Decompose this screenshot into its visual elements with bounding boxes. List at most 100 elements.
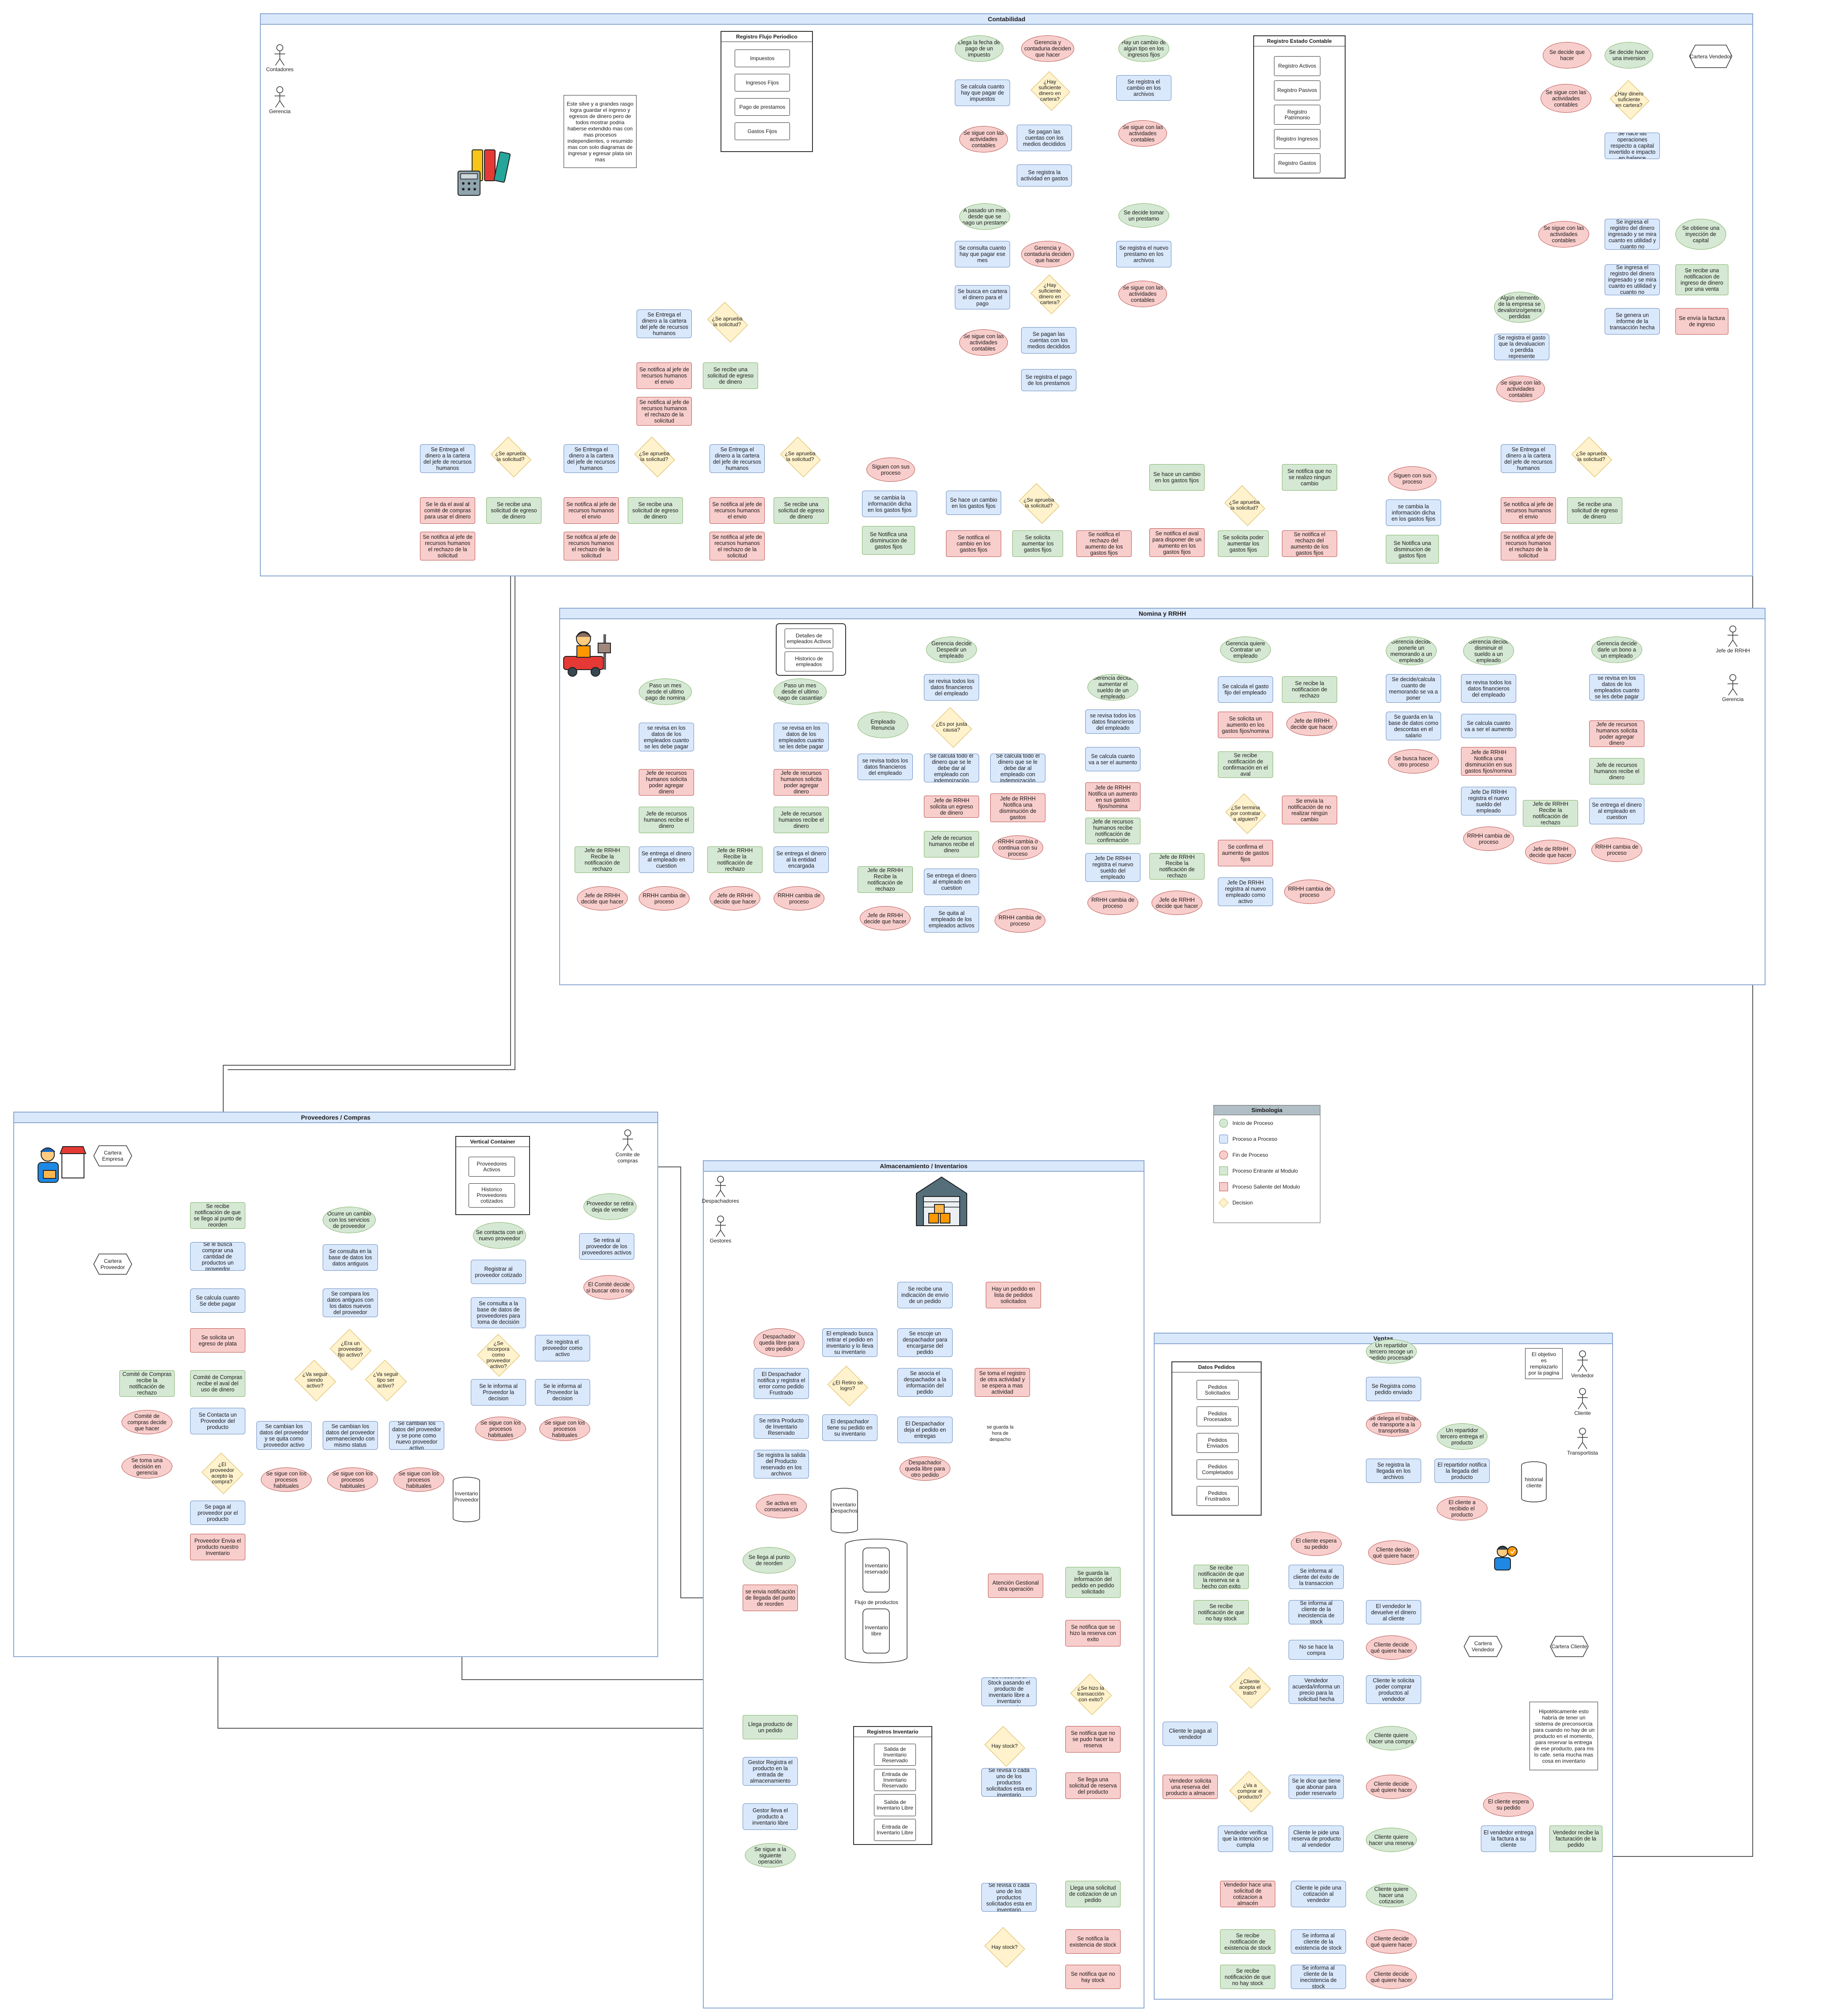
end-event-node: RRHH cambia de proceso: [995, 908, 1045, 933]
start-event-node: Cliente quiere hacer una cotizacion: [1366, 1883, 1417, 1907]
decision-label: ¿Cliente acepta el trato?: [1239, 1678, 1261, 1696]
start-event-node: Empleado Renuncia: [858, 712, 908, 738]
decision-node: ¿Se aprueba la solicitud?: [1017, 483, 1061, 524]
binders-icon: [455, 148, 513, 197]
decision-label: ¿Se aprueba la solicitud?: [1023, 496, 1054, 509]
decision-label: ¿Se termina por contratar a alguien?: [1230, 804, 1261, 822]
actor-gestores: Gestores: [701, 1216, 740, 1244]
incoming-process-node: Se notifica que no se realizo ningun cam…: [1282, 464, 1337, 491]
incoming-process-node: Se recibe notificación de que no hay sto…: [1194, 1600, 1249, 1624]
process-node: Se calcula todo el dinero que se le debe…: [924, 754, 979, 782]
outgoing-process-node: Jefe de recursos humanos solicita poder …: [1589, 720, 1644, 747]
start-event-node: Se decide tomar un prestamo: [1118, 203, 1169, 228]
process-node: Se cambian los datos del proveedor perma…: [323, 1421, 378, 1450]
process-node: se revisa todos los datos financieros de…: [1085, 709, 1140, 734]
end-event-node: El cliente a recibido el producto: [1437, 1496, 1487, 1521]
start-event-node: Se contacta con un nuevo proveedor: [473, 1222, 526, 1249]
start-event-node: Gerencia decide ponerle un memorando a u…: [1386, 636, 1437, 665]
process-node: Jefe De RRHH registra el nuevo sueldo de…: [1085, 853, 1140, 882]
end-event-node: Cliente decide qué quiere hacer: [1366, 1929, 1417, 1954]
end-event-node: Se sigue con los procesos habituales: [475, 1417, 526, 1441]
outgoing-process-node: Jefe de RRHH Notifica un aumento en sus …: [1085, 782, 1140, 811]
db-item-gastos: Registro Gastos: [1274, 153, 1320, 173]
process-node: Se Entrega el dinero a la cartera del je…: [637, 309, 692, 338]
start-event-node: Se obtiene una inyección de capital: [1675, 219, 1726, 250]
process-node: se revisa todos los datos financieros de…: [924, 674, 979, 701]
decision-node: Hay stock?: [984, 1726, 1026, 1767]
decision-node: ¿Hay suficiente dinero en cartera?: [1030, 274, 1070, 314]
seller-icon: [1492, 1543, 1518, 1571]
decision-node: ¿Va seguir tipo ser activo?: [365, 1360, 407, 1402]
outgoing-process-node: Se notifica el rechazo del aumento de lo…: [1076, 530, 1132, 557]
end-event-node: El Comité decide si buscar otro o no: [584, 1275, 634, 1300]
decision-label: ¿Se aprueba la solicitud?: [1576, 450, 1607, 462]
outgoing-process-node: Se solicita un egreso de plata: [190, 1328, 245, 1353]
incoming-process-node: Se solicita poder aumentar los gastos fi…: [1218, 530, 1269, 557]
decision-node: ¿Se incorpora como proveedor activo?: [477, 1334, 520, 1377]
end-event-node: Despachador queda libre para otro pedido: [900, 1456, 950, 1481]
db-item-pedidos-procesados: Pedidos Procesados: [1197, 1406, 1239, 1426]
end-event-node: RRHH cambia de proceso: [1087, 891, 1138, 915]
process-node: Se entrega el dinero al empleado en cues…: [639, 846, 694, 873]
end-event-node: Se toma una decisión en gerencia: [122, 1454, 172, 1479]
outgoing-process-node: Se notifica al jefe de recursos humanos …: [637, 362, 692, 389]
shop-worker-icon: [31, 1140, 87, 1191]
decision-node: Hay stock?: [984, 1927, 1026, 1968]
cyl-historial-cliente: historial cliente: [1518, 1461, 1549, 1503]
start-event-node: Se llega al punto de reorden: [743, 1547, 796, 1574]
process-node: Se calcula cuanto va a ser el aumento: [1461, 714, 1516, 738]
process-node: Se calcula todo el dinero que se le debe…: [990, 754, 1045, 782]
db-item-pedidos-enviados: Pedidos Enviados: [1197, 1433, 1239, 1453]
process-node: Se Entrega el dinero a la cartera del je…: [1501, 444, 1556, 473]
decision-node: ¿Se aprueba la solicitud?: [1222, 485, 1266, 526]
incoming-process-node: Se hace un cambio en los gastos fijos: [1149, 464, 1205, 491]
decision-node: ¿Se aprueba la solicitud?: [488, 436, 533, 477]
end-event-node: Jefe de RRHH decide que hacer: [1286, 712, 1337, 736]
end-event-node: Gerencia y contaduria deciden que hacer: [1021, 35, 1074, 62]
decision-node: ¿Hay dinero suficiente en cartera?: [1609, 80, 1649, 120]
end-event-node: Se activa en consecuencia: [756, 1494, 807, 1518]
end-event-node: Se sigue con los procesos habituales: [327, 1467, 378, 1492]
outgoing-process-node: Se envía la notificación de no realizar …: [1282, 796, 1337, 824]
module-connector: [228, 535, 515, 1070]
decision-label: ¿Se aprueba la solicitud?: [1229, 499, 1260, 511]
end-event-node: El cliente espera su pedido: [1483, 1792, 1534, 1817]
db-item-pasivos: Registro Pasivos: [1274, 80, 1320, 100]
start-event-node: Paso un mes desde el ultimo pago de casa…: [774, 678, 827, 705]
process-node: Se calcula cuanto va a ser el aumento: [1085, 747, 1140, 771]
process-node: Se consulta cuanto hay que pagar ese mes: [955, 241, 1010, 267]
outgoing-process-node: Proveedor Envia el producto nuestro Inve…: [190, 1534, 245, 1560]
process-node: Se registra el nuevo prestamo en los arc…: [1116, 241, 1171, 267]
legend-row-inicio: Inicio de Proceso: [1214, 1115, 1320, 1131]
db-datos-pedidos: Datos Pedidos Pedidos Solicitados Pedido…: [1171, 1361, 1262, 1516]
process-node: Jefe De RRHH registra el nuevo sueldo de…: [1461, 787, 1516, 816]
legend-row-saliente: Proceso Saliente del Modulo: [1214, 1179, 1320, 1195]
process-node: Se entrega el dinero al la entidad encar…: [774, 846, 829, 873]
hex-cartera-cliente: Cartera Cliente: [1549, 1635, 1589, 1658]
start-event-node: Ocurre un cambio con los servicios de pr…: [323, 1207, 376, 1233]
legend-row-fin: Fin de Proceso: [1214, 1147, 1320, 1163]
end-event-node: RRHH cambia o continua con su proceso: [992, 835, 1043, 860]
process-node: Cliente le pide una cotización al vended…: [1291, 1881, 1346, 1907]
process-node: Se asocia el despachador a la informació…: [897, 1368, 953, 1397]
process-node: se cambia la información dicha en los ga…: [1386, 499, 1441, 526]
outgoing-process-node: Vendedor hace una solicitud de cotizacio…: [1220, 1881, 1275, 1907]
actor-contadores: Contadores: [260, 44, 300, 72]
end-event-node: Siguen con sus proceso: [866, 457, 915, 482]
incoming-process-node: Jefe de recursos humanos recibe el diner…: [1589, 758, 1644, 785]
decision-label: ¿Hay suficiente dinero en cartera?: [1038, 79, 1061, 102]
process-node: Se recibe una indicación de envío de un …: [897, 1282, 953, 1308]
process-node: El empleado busca retirar el pedido en i…: [822, 1328, 877, 1357]
process-node: Se cambian los datos del proveedor y se …: [389, 1421, 444, 1450]
end-event-node: Gerencia y contaduria deciden que hacer: [1021, 241, 1074, 267]
actor-gerencia-rrhh: Gerencia: [1713, 674, 1753, 702]
decision-label: ¿Se aprueba la solicitud?: [639, 450, 670, 462]
db-item-entrada-libre: Entrada de Inventario Libre: [874, 1819, 916, 1841]
incoming-process-node: Jefe de RRHH Recibe la notificación de r…: [575, 846, 630, 873]
outgoing-process-node: Se notifica al jefe de recursos humanos …: [637, 397, 692, 426]
hex-cartera-vendedor-ventas: Cartera Vendedor: [1463, 1635, 1503, 1658]
decision-label: ¿Va a comprar el producto?: [1237, 1782, 1262, 1800]
process-node: Se retira Producto de Inventario Reserva…: [754, 1414, 809, 1439]
decision-label: ¿Hay suficiente dinero en cartera?: [1038, 282, 1061, 305]
decision-node: ¿Es por justa causa?: [931, 707, 973, 748]
